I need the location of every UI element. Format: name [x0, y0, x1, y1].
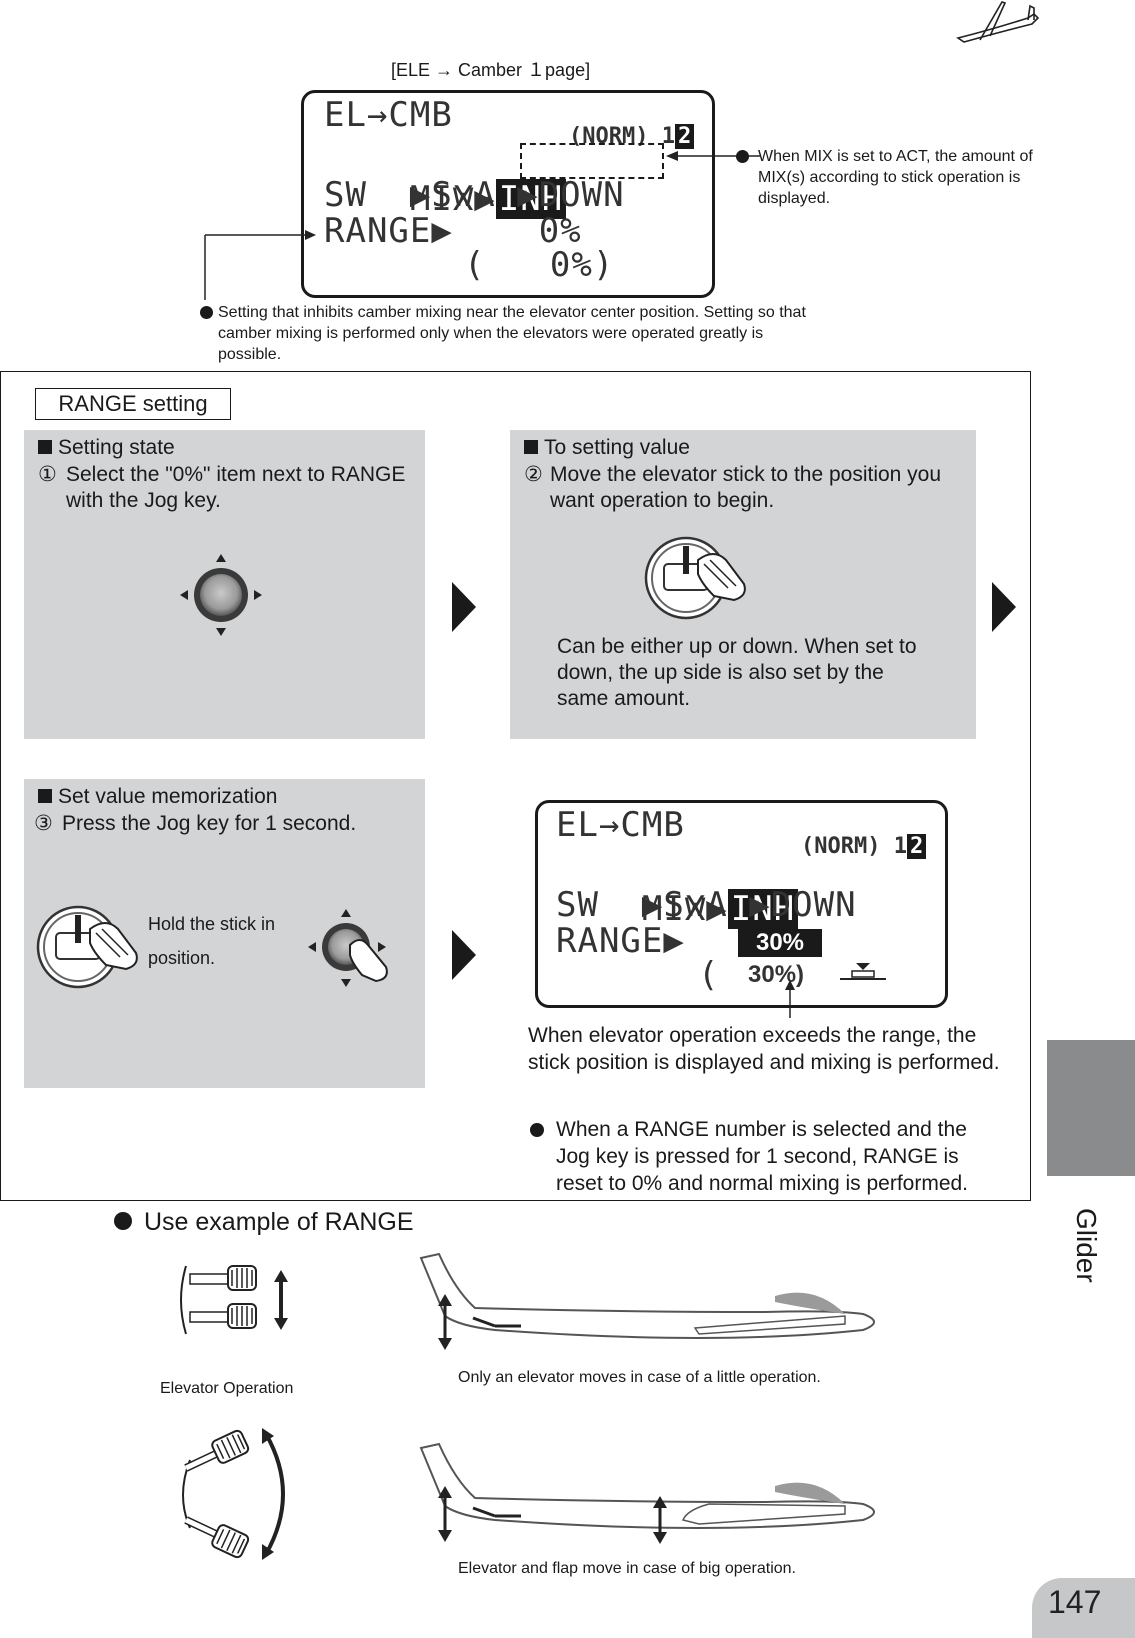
lcd-mix-label: MIX▶ [409, 179, 496, 219]
stick-hand-icon [644, 536, 746, 620]
lcd-mix-line: MIX▶INH [324, 139, 567, 259]
panel3-num: ③ [34, 812, 53, 835]
side-tab-block [1047, 1040, 1135, 1176]
panel1-text: Select the "0%" item next to RANGE with … [66, 463, 406, 512]
big-operation-caption: Elevator and flap move in case of big op… [458, 1560, 796, 1577]
lcd-mix-amount-placeholder [520, 143, 664, 179]
note-mix-act: When MIX is set to ACT, the amount of MI… [736, 146, 1034, 209]
lcd2-paren-value: 30%) [748, 961, 805, 988]
little-operation-caption: Only an elevator moves in case of a litt… [458, 1369, 821, 1386]
use-example-heading: Use example of RANGE [114, 1208, 414, 1237]
panel3-heading: Set value memorization [38, 785, 277, 809]
jog-press-icon [308, 909, 388, 987]
lcd2-page-num: 2 [906, 834, 927, 859]
page-reference: [ELE → Camber １page] [391, 60, 591, 80]
lcd2-mix-value: INH [727, 889, 799, 929]
page-number: 147 [1048, 1584, 1102, 1620]
elevator-stick-big-icon [182, 1428, 285, 1560]
lcd2-range-value: 30% [738, 929, 822, 957]
panel1-num: ① [38, 463, 57, 486]
lcd2-mode-text: (NORM) 1 [800, 834, 907, 859]
lcd-page-num: 2 [674, 124, 695, 149]
exceed-text: When elevator operation exceeds the rang… [528, 1024, 1000, 1074]
note-range-inhibit-text: Setting that inhibits camber mixing near… [218, 304, 806, 363]
stick-position-marker-icon [840, 963, 886, 980]
callout-line [785, 980, 795, 1018]
lcd2-mix-label: MIX▶ [641, 889, 728, 929]
panel1-heading-text: Setting state [58, 436, 175, 459]
lcd2-mix-line: MIX▶INH [556, 849, 799, 969]
panel2-num: ② [524, 463, 543, 486]
range-setting-box [0, 371, 1031, 1201]
lcd-title: EL→CMB [324, 95, 453, 135]
flow-arrow-icon [452, 930, 476, 980]
side-tab-label: Glider [1071, 1208, 1102, 1283]
panel-to-setting-value: To setting value ② Move the elevator sti… [510, 430, 976, 739]
flow-arrow-icon [452, 582, 476, 632]
lcd-range-line: RANGE▶ 0% [324, 211, 582, 251]
lcd2-paren-open: ( [698, 955, 720, 995]
note-mix-act-text: When MIX is set to ACT, the amount of MI… [758, 148, 1033, 207]
elevator-operation-caption: Elevator Operation [160, 1380, 294, 1397]
lcd-mix-value: INH [495, 179, 567, 219]
lcd2-range-label: RANGE▶ [556, 921, 685, 961]
reset-note-text: When a RANGE number is selected and the … [556, 1118, 969, 1195]
panel2-text: Move the elevator stick to the position … [550, 463, 942, 512]
lcd2-title: EL→CMB [556, 805, 685, 845]
panel2-heading-text: To setting value [544, 436, 690, 459]
lcd-sw-line: SW ▶SwA ▶DOWN [324, 175, 625, 215]
panel-setting-state: Setting state ① Select the "0%" item nex… [24, 430, 425, 739]
panel2-heading: To setting value [524, 436, 690, 460]
panel3-heading-text: Set value memorization [58, 785, 278, 808]
panel-set-value-memorization: Set value memorization ③ Press the Jog k… [24, 779, 425, 1088]
panel1-heading: Setting state [38, 436, 175, 460]
note-range-inhibit: Setting that inhibits camber mixing near… [200, 302, 828, 365]
use-example-heading-text: Use example of RANGE [144, 1208, 414, 1236]
flow-arrow-icon [992, 582, 1016, 632]
panel3-hold-text: Hold the stick in position. [148, 914, 276, 968]
lcd-range-paren: ( 0%) [464, 245, 615, 285]
elevator-stick-small-icon [180, 1265, 288, 1335]
glider-little-operation-icon [419, 1252, 875, 1350]
glider-big-operation-icon [419, 1442, 875, 1544]
panel2-note: Can be either up or down. When set to do… [557, 635, 917, 710]
jog-key-icon [180, 554, 262, 636]
range-setting-title: RANGE setting [35, 388, 231, 420]
stick-hand-icon [36, 905, 138, 989]
callout-lines [204, 151, 760, 300]
glider-pictogram-icon [956, 1, 1040, 43]
panel3-text: Press the Jog key for 1 second. [62, 812, 357, 835]
lcd2-sw-line: SW ▶SwA ▶DOWN [556, 885, 857, 925]
range-setting-title-text: RANGE setting [58, 391, 208, 416]
reset-note: When a RANGE number is selected and the … [530, 1116, 1002, 1197]
